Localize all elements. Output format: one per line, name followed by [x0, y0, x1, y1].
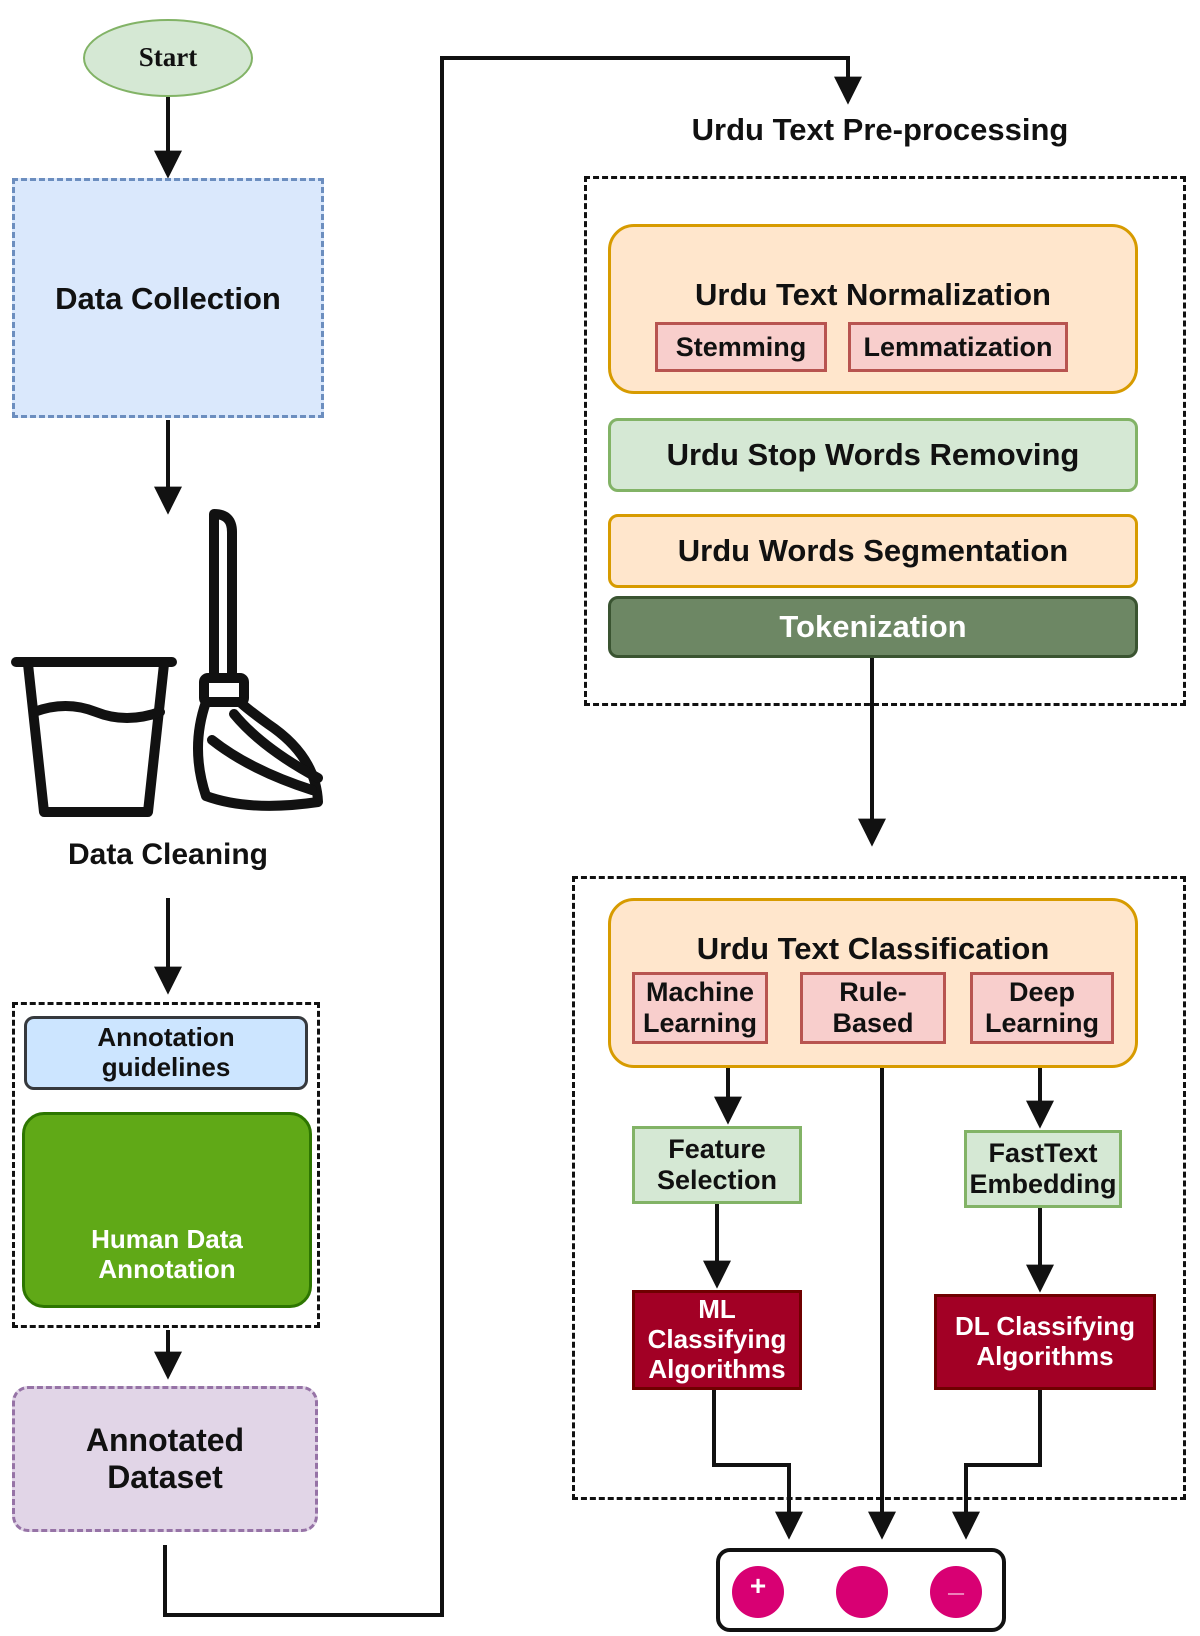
ml-algo-line3: Algorithms [648, 1353, 786, 1384]
ml-algo-line2: Classifying [647, 1324, 787, 1355]
sentiment-output-box [716, 1548, 1006, 1632]
segmentation-label: Urdu Words Segmentation [677, 533, 1069, 568]
human-annotation-box: Human Data Annotation [22, 1112, 312, 1308]
connector-dataset-to-preprocessing [163, 56, 862, 1617]
ml-algo-line1: ML [698, 1294, 736, 1325]
stop-words-box: Urdu Stop Words Removing [608, 418, 1138, 492]
rule-based-line2: Based [832, 1008, 914, 1038]
negative-sentiment-icon [930, 1566, 982, 1618]
sentiment-output-group [732, 1566, 982, 1618]
lemmatization-label: Lemmatization [863, 331, 1053, 362]
human-annotation-line1: Human Data [91, 1224, 243, 1255]
fasttext-embedding-box: FastText Embedding [964, 1130, 1122, 1208]
annotation-guidelines-box: Annotation guidelines [24, 1016, 308, 1090]
tokenization-label: Tokenization [779, 609, 967, 644]
feature-selection-line2: Selection [656, 1165, 778, 1195]
annotated-dataset-line1: Annotated [85, 1422, 245, 1459]
annotation-guidelines-label: Annotation guidelines [97, 1022, 235, 1082]
data-collection-box: Data Collection [12, 178, 324, 418]
start-node [83, 19, 253, 97]
machine-learning-line2: Learning [642, 1008, 757, 1038]
normalization-label: Urdu Text Normalization [695, 277, 1051, 312]
classification-label: Urdu Text Classification [696, 931, 1050, 966]
annotated-dataset-line2: Dataset [107, 1459, 223, 1495]
dl-classifying-algorithms-box: DL Classifying Algorithms [934, 1294, 1156, 1390]
tokenization-box: Tokenization [608, 596, 1138, 658]
preprocessing-container [584, 176, 1186, 706]
classification-container [572, 876, 1186, 1500]
positive-sentiment-icon [732, 1566, 784, 1618]
segmentation-box: Urdu Words Segmentation [608, 514, 1138, 588]
annotated-dataset-box: Annotated Dataset [12, 1386, 318, 1532]
negative-sentiment-label: _ [948, 1566, 964, 1597]
human-annotation-line2: Annotation [98, 1254, 236, 1285]
fasttext-embedding-line2: Embedding [969, 1169, 1117, 1199]
feature-selection-line1: Feature [668, 1133, 766, 1164]
rule-based-line1: Rule- [839, 976, 907, 1007]
deep-learning-line2: Learning [984, 1008, 1099, 1038]
fasttext-embedding-line1: FastText [988, 1137, 1098, 1168]
dl-algo-line2: Algorithms [976, 1341, 1114, 1371]
data-collection-label: Data Collection [55, 281, 281, 316]
stemming-box: Stemming [655, 322, 827, 372]
lemmatization-box: Lemmatization [848, 322, 1068, 372]
machine-learning-line1: Machine [645, 976, 755, 1007]
bucket-and-mop-icon [11, 509, 323, 817]
arrow-dl-algo-to-output [952, 1388, 1042, 1540]
machine-learning-box: Machine Learning [632, 972, 768, 1044]
feature-selection-box: Feature Selection [632, 1126, 802, 1204]
deep-learning-box: Deep Learning [970, 972, 1114, 1044]
annotation-stage-container [12, 1002, 320, 1328]
rule-based-box: Rule- Based [800, 972, 946, 1044]
arrow-ml-algo-to-output [712, 1387, 803, 1540]
ml-classifying-algorithms-box: ML Classifying Algorithms [632, 1290, 802, 1390]
positive-sentiment-label: + [749, 1570, 767, 1601]
preprocessing-title: Urdu Text Pre-processing [691, 112, 1069, 147]
dl-algo-line1: DL Classifying [954, 1311, 1136, 1342]
deep-learning-line1: Deep [1008, 976, 1076, 1007]
data-cleaning-label: Data Cleaning [67, 838, 269, 871]
stop-words-label: Urdu Stop Words Removing [666, 437, 1080, 472]
neutral-sentiment-icon [836, 1566, 888, 1618]
stemming-label: Stemming [675, 331, 807, 362]
start-label: Start [138, 42, 198, 72]
